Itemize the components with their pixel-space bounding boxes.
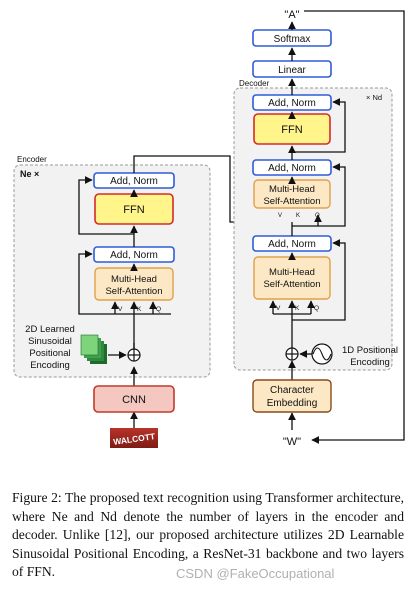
decoder-ffn-label: FFN	[281, 124, 302, 136]
figure-caption: Figure 2: The proposed text recognition …	[12, 489, 404, 582]
char-embedding-line2: Embedding	[267, 398, 318, 409]
figure-caption-text: Figure 2: The proposed text recognition …	[12, 490, 404, 580]
decoder-multi-head-attention-2	[253, 256, 331, 300]
decoder-k1-label: K	[296, 213, 300, 219]
pos1d-line1: 1D Positional	[342, 345, 398, 356]
char-embedding-line1: Character	[270, 385, 315, 396]
linear-label: Linear	[278, 65, 306, 76]
encoder-add-norm-top-label: Add, Norm	[110, 176, 158, 187]
encoder-mha-line2: Self-Attention	[105, 286, 162, 297]
decoder-repeat-label: × Nd	[366, 93, 382, 102]
input-token: "W"	[283, 436, 301, 448]
softmax-label: Softmax	[274, 34, 311, 45]
encoder-title: Encoder	[17, 155, 47, 164]
decoder-add-norm-2-label: Add, Norm	[268, 163, 316, 174]
decoder-mha2-line1: Multi-Head	[269, 267, 315, 278]
pos2d-line2: Sinusoidal	[28, 336, 72, 347]
output-token: "A"	[284, 9, 299, 21]
encoder-q-label: Q	[156, 306, 161, 313]
cnn-block	[93, 385, 175, 413]
pos2d-encoding-icon	[80, 334, 107, 364]
character-embedding-block	[252, 379, 332, 413]
sine-wave-icon	[311, 343, 333, 365]
decoder-mha1-line1: Multi-Head	[269, 184, 315, 195]
pos2d-line1: 2D Learned	[25, 324, 75, 335]
encoder-v-label: V	[118, 306, 123, 313]
encoder-repeat-label: Ne ×	[20, 169, 39, 179]
decoder-title: Decoder	[239, 79, 270, 88]
transformer-architecture-diagram: Encoder Ne × Add, Norm FFN Add, Norm Mul…	[13, 9, 405, 448]
decoder-v2-label: V	[276, 305, 281, 312]
input-word-image	[110, 428, 158, 448]
decoder-q2-label: Q	[314, 305, 319, 312]
decoder-add-norm-3-label: Add, Norm	[268, 239, 316, 250]
pos1d-line2: Encoding	[350, 357, 390, 368]
decoder-add-norm-top-label: Add, Norm	[268, 98, 316, 109]
cnn-label: CNN	[122, 394, 146, 406]
decoder-mha1-line2: Self-Attention	[263, 196, 320, 207]
encoder-mha-line1: Multi-Head	[111, 274, 157, 285]
watermark: CSDN @FakeOccupational	[176, 566, 335, 581]
decoder-mha2-line2: Self-Attention	[263, 279, 320, 290]
encoder-add-norm-mid-label: Add, Norm	[110, 250, 158, 261]
encoder-ffn-label: FFN	[123, 204, 144, 216]
pos2d-line4: Encoding	[30, 360, 70, 371]
decoder-k2-label: K	[295, 305, 300, 312]
encoder-k-label: K	[137, 306, 142, 313]
pos2d-line3: Positional	[29, 348, 70, 359]
decoder-v1-label: V	[278, 213, 282, 219]
